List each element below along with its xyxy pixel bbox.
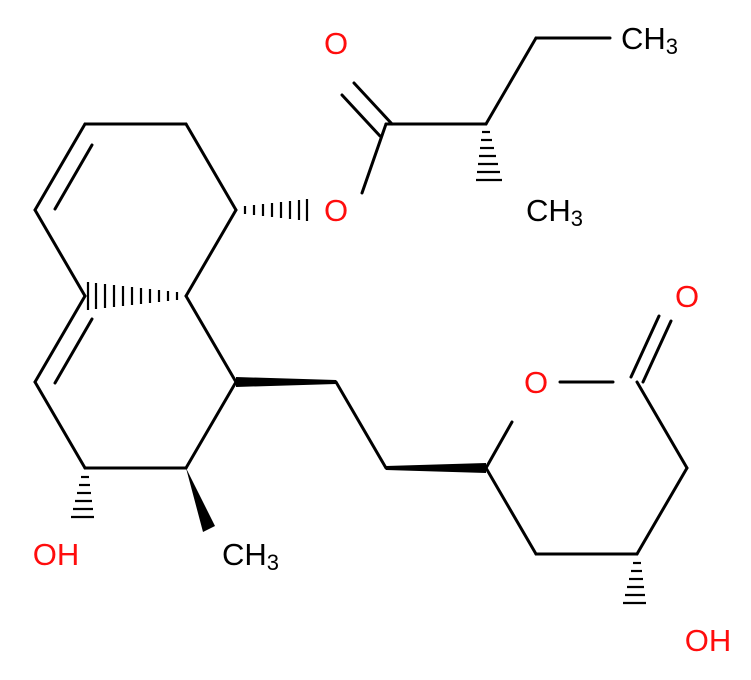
double-bonds: [33, 81, 673, 385]
hydroxyl-bottom-label: OH: [685, 623, 732, 658]
wedge-bonds: [186, 377, 486, 532]
hash-bonds: [71, 130, 646, 605]
methyl-ring-label: CH3: [222, 537, 279, 575]
lactone-carbonyl-oxygen-label: O: [675, 279, 699, 314]
ester-carbonyl-oxygen-label: O: [324, 26, 348, 61]
methyl-top-label: CH3: [621, 21, 678, 59]
single-bonds: [33, 36, 689, 556]
ester-oxygen-label: O: [324, 193, 348, 228]
hydroxyl-left-label: OH: [33, 537, 80, 572]
ring-oxygen-label: O: [524, 365, 548, 400]
methyl-mid-label: CH3: [526, 193, 583, 231]
